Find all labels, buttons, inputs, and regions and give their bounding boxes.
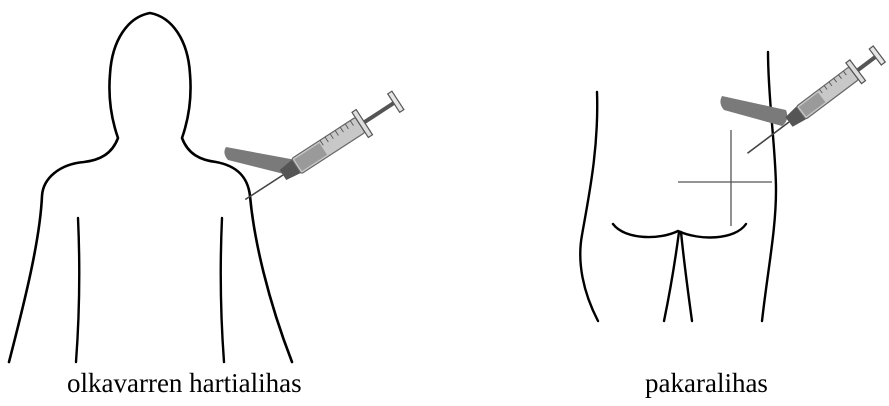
syringe-needle: [747, 122, 789, 153]
inner-thigh-line-left: [664, 232, 679, 321]
left-hip-outline: [580, 92, 598, 321]
upper-body-outline: [9, 13, 292, 362]
syringe-needle: [245, 175, 283, 200]
right-arm-line: [221, 218, 224, 362]
syringe-plunger-head: [388, 91, 404, 112]
deltoid-caption: olkavarren hartialihas: [67, 368, 302, 399]
thumb-shape-right: [720, 96, 787, 126]
syringe-plunger-rod: [858, 57, 876, 70]
syringe-plunger-rod: [364, 103, 393, 122]
gluteal-caption: pakaralihas: [645, 368, 768, 399]
syringe-right: [740, 44, 887, 164]
left-arm-line: [76, 218, 79, 362]
upper-body-panel: [9, 13, 406, 362]
syringe-left: [237, 88, 406, 212]
buttocks-panel: [580, 44, 887, 321]
inner-thigh-line-right: [681, 232, 692, 321]
right-hip-outline: [762, 52, 776, 321]
